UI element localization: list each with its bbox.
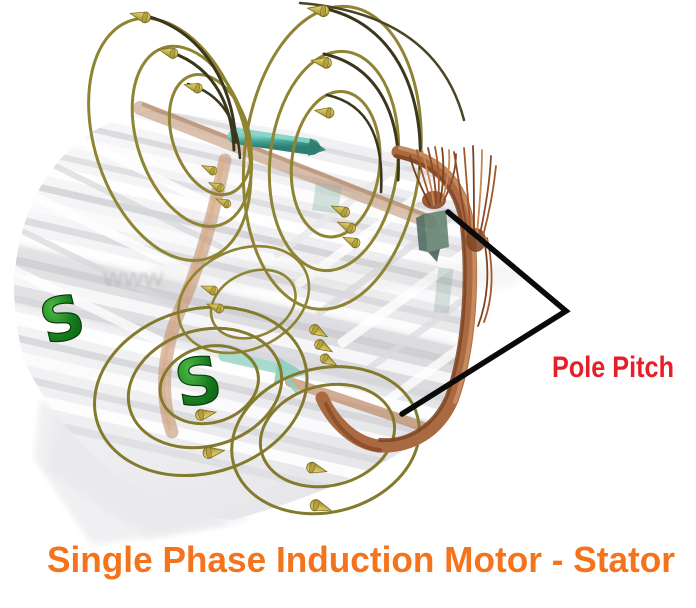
coil-wire-tuft-left xyxy=(409,146,457,209)
pole-pitch-callout: Pole Pitch xyxy=(399,209,674,417)
field-line-rings xyxy=(87,1,466,516)
pole-pitch-lines xyxy=(399,209,571,417)
coil-wire-tuft-right xyxy=(453,145,497,327)
watermark: www xyxy=(102,262,520,292)
green-slot-wedge xyxy=(416,210,449,262)
left-pole-coil xyxy=(158,153,232,439)
pole-pitch-label: Pole Pitch xyxy=(552,351,674,384)
figure-title: Single Phase Induction Motor - Stator xyxy=(47,539,675,580)
faint-teal-wedges xyxy=(312,182,454,314)
